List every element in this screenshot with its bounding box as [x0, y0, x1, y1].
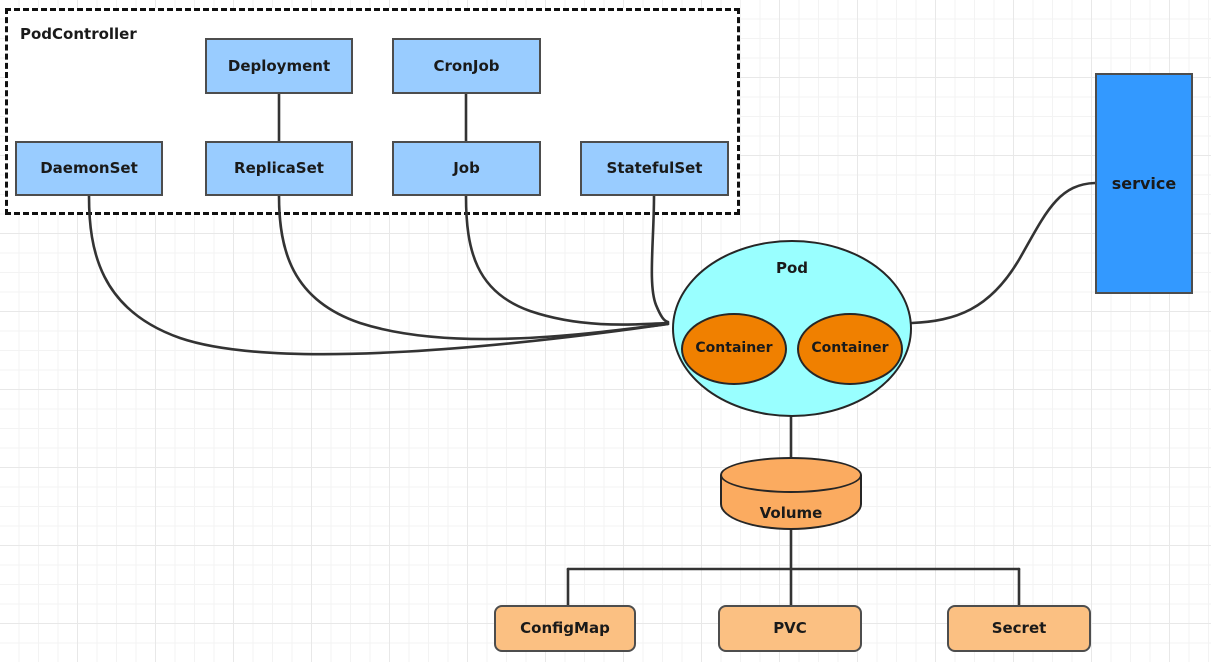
node-statefulset[interactable]: StatefulSet — [580, 141, 729, 196]
node-secret[interactable]: Secret — [947, 605, 1091, 652]
node-daemonset-label: DaemonSet — [40, 159, 138, 178]
node-deployment-label: Deployment — [227, 56, 331, 75]
node-job-label: Job — [453, 159, 480, 178]
node-daemonset[interactable]: DaemonSet — [15, 141, 163, 196]
node-container-1[interactable]: Container — [681, 313, 787, 385]
node-container-2[interactable]: Container — [797, 313, 903, 385]
node-configmap-label: ConfigMap — [520, 619, 610, 638]
node-volume[interactable]: Volume — [720, 457, 862, 530]
edge-job-pod — [464, 194, 670, 326]
node-service[interactable]: service — [1095, 73, 1193, 294]
node-pvc-label: PVC — [773, 619, 807, 638]
node-service-label: service — [1111, 173, 1177, 193]
node-replicaset-label: ReplicaSet — [234, 159, 324, 178]
node-job[interactable]: Job — [392, 141, 541, 196]
node-configmap[interactable]: ConfigMap — [494, 605, 636, 652]
pod-controller-group-label: PodController — [20, 25, 137, 43]
node-statefulset-label: StatefulSet — [606, 159, 703, 178]
node-cronjob[interactable]: CronJob — [392, 38, 541, 94]
node-pod-label: Pod — [775, 259, 809, 277]
edge-pod-service — [910, 181, 1097, 325]
node-volume-label: Volume — [759, 504, 823, 522]
node-container-2-label: Container — [811, 340, 889, 357]
volume-cylinder-top — [720, 457, 862, 493]
node-replicaset[interactable]: ReplicaSet — [205, 141, 353, 196]
node-container-1-label: Container — [695, 340, 773, 357]
node-deployment[interactable]: Deployment — [205, 38, 353, 94]
node-cronjob-label: CronJob — [433, 56, 500, 75]
node-pvc[interactable]: PVC — [718, 605, 862, 652]
edge-daemonset-pod — [87, 194, 670, 356]
edge-replicaset-pod — [277, 194, 670, 341]
node-secret-label: Secret — [991, 619, 1047, 638]
